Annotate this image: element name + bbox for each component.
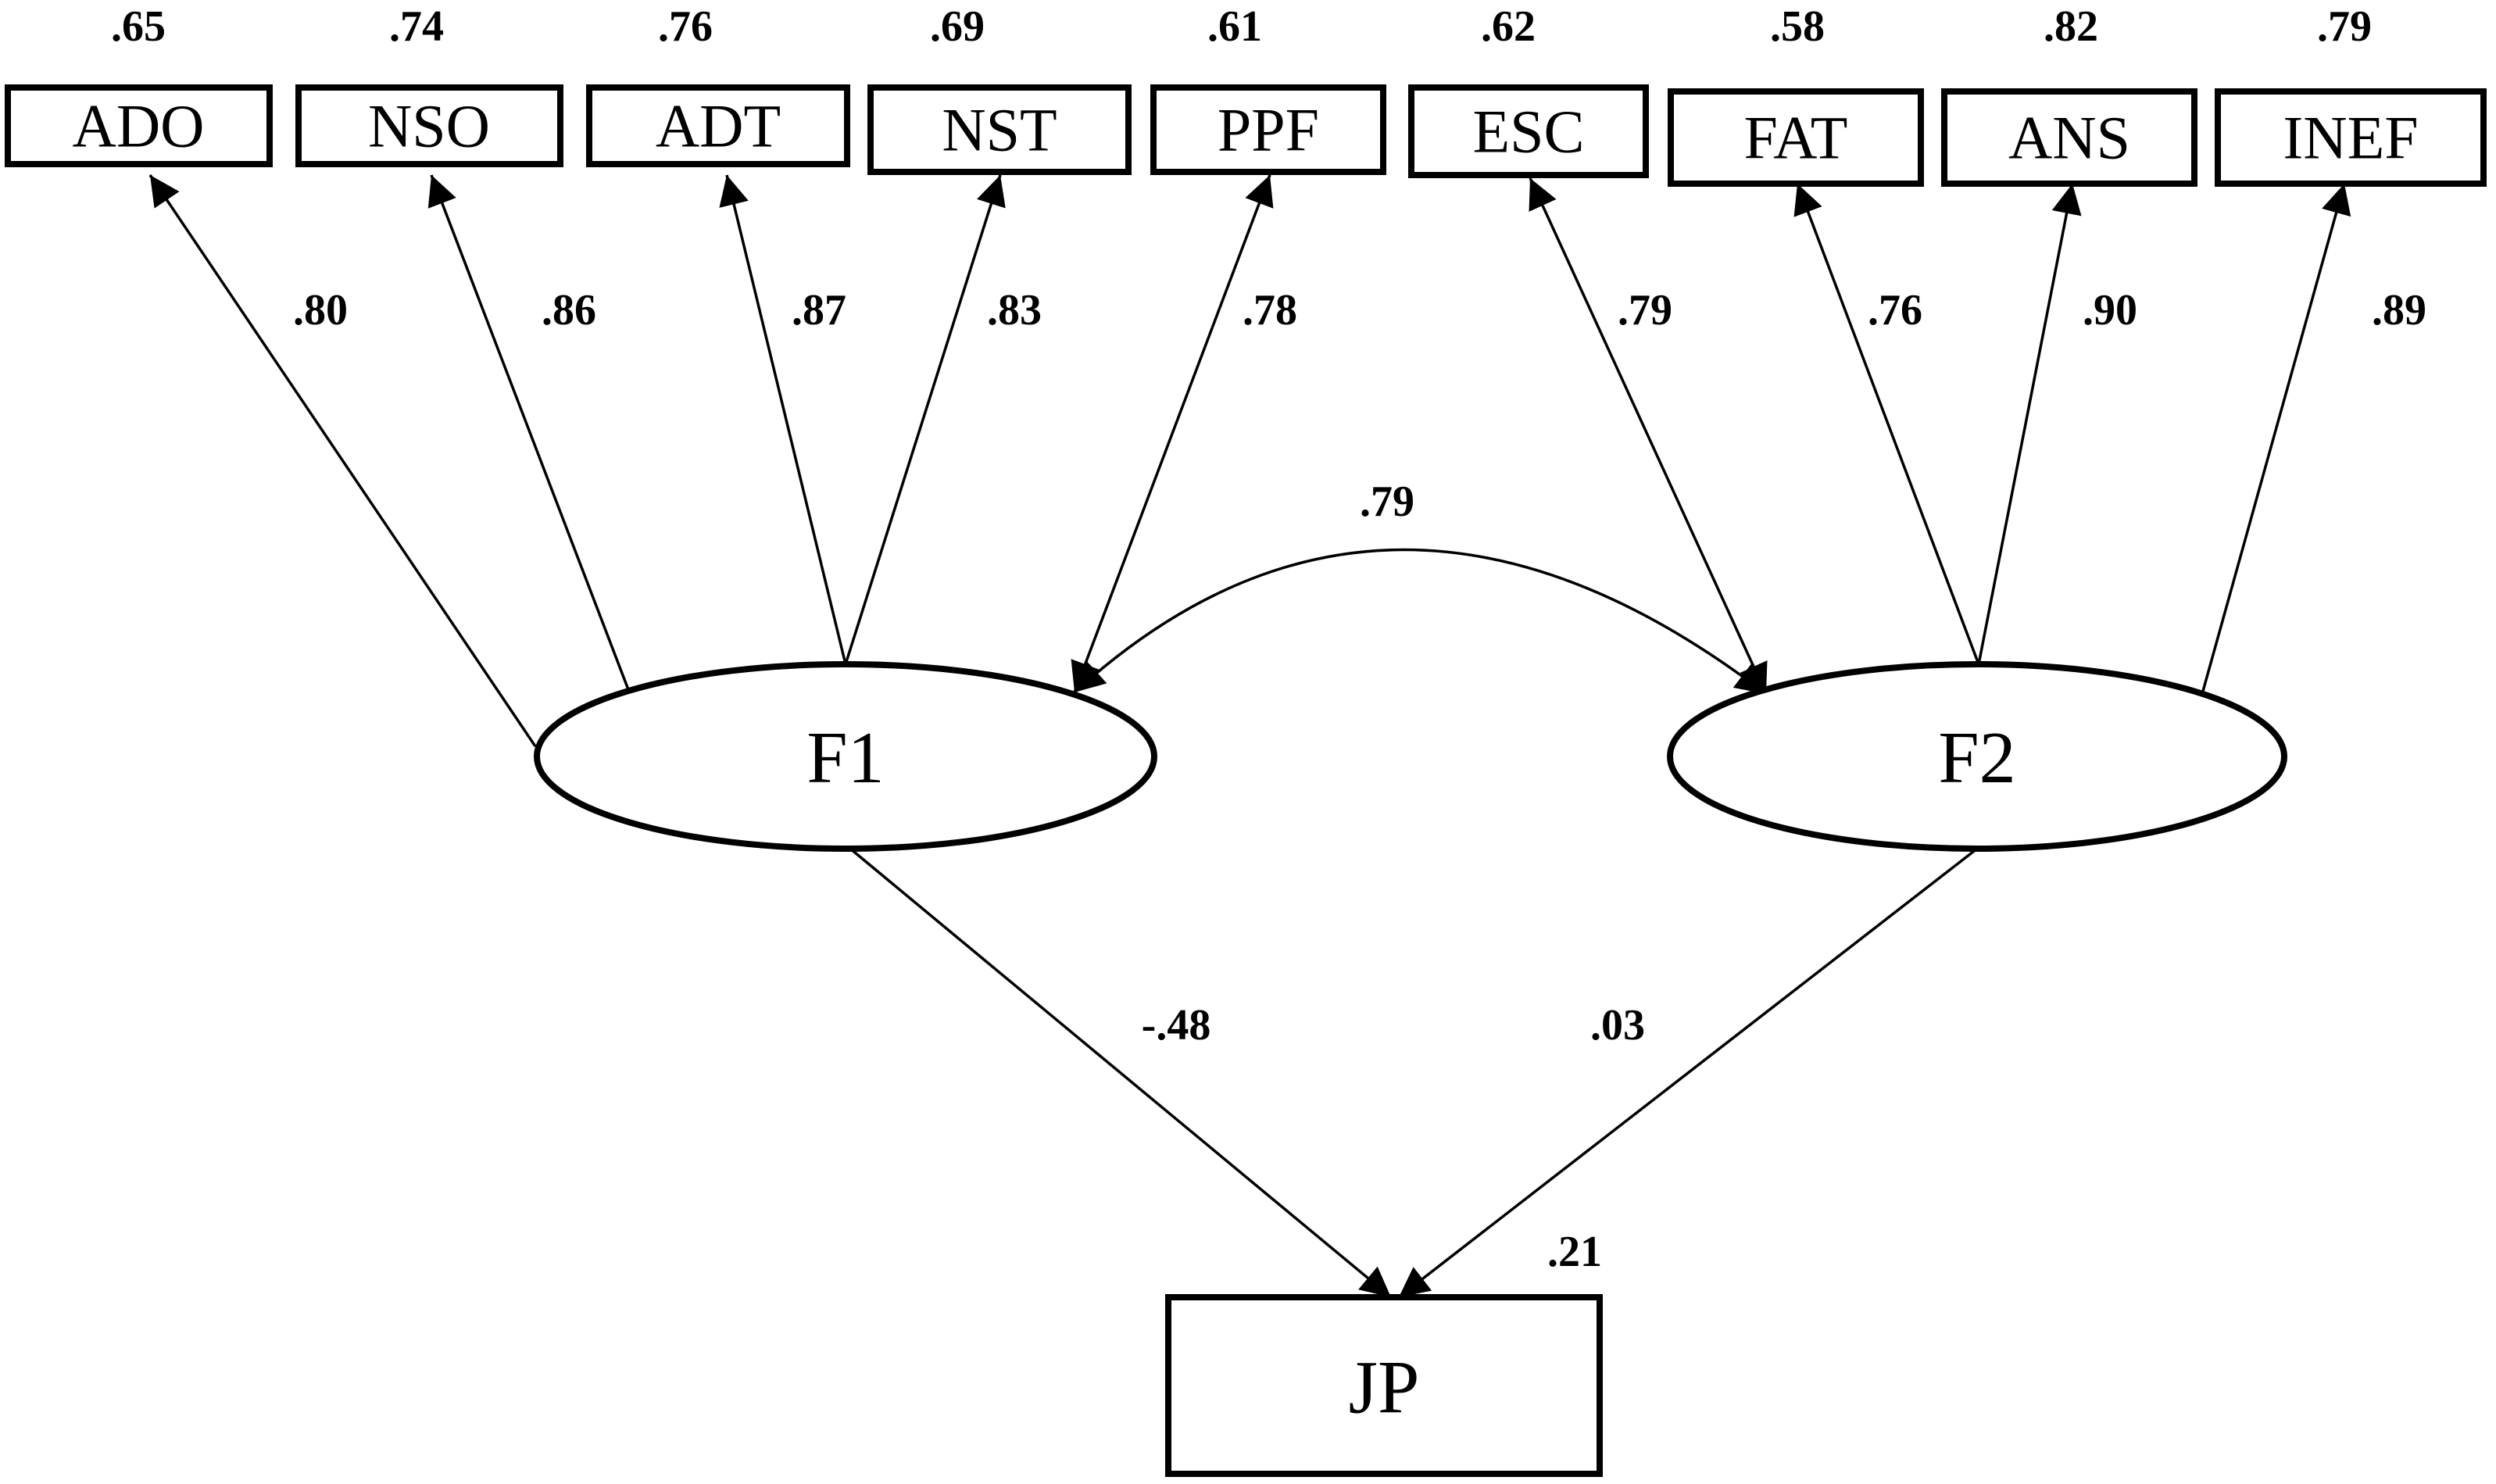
latent-label-f1: F1 — [806, 717, 884, 799]
path-f2-jp-value: .03 — [1590, 1001, 1645, 1050]
node-label-ppf: PPF — [1218, 96, 1319, 164]
observed-nso: NSO — [295, 84, 563, 167]
r2-ado: .65 — [111, 2, 166, 51]
node-label-ans: ANS — [2008, 104, 2130, 172]
edge-f1-ado — [148, 174, 537, 747]
edge-f1-nso — [427, 174, 631, 692]
edge-f1-f2-correlation — [1073, 548, 1768, 696]
r2-adt: .76 — [658, 2, 713, 51]
observed-fat: FAT — [1668, 88, 1924, 187]
loading-nst: .83 — [987, 286, 1042, 334]
latent-f1: F1 — [534, 661, 1157, 852]
edge-f2-jp — [1397, 847, 1979, 1299]
node-label-nst: NST — [942, 96, 1057, 164]
r2-esc: .62 — [1481, 2, 1536, 51]
edge-f1-nst — [844, 174, 1006, 665]
observed-ans: ANS — [1941, 88, 2197, 187]
node-label-fat: FAT — [1744, 104, 1848, 172]
r2-ppf: .61 — [1207, 2, 1262, 51]
loading-nso: .86 — [542, 286, 596, 334]
r2-jp: .21 — [1547, 1228, 1602, 1276]
outcome-label-jp: JP — [1349, 1346, 1420, 1429]
r2-nso: .74 — [389, 2, 444, 51]
observed-esc: ESC — [1408, 84, 1649, 178]
edge-f1-jp — [849, 847, 1393, 1299]
latent-f2: F2 — [1667, 661, 2287, 852]
node-label-ado: ADO — [73, 92, 205, 160]
r2-fat: .58 — [1770, 2, 1825, 51]
r2-ans: .82 — [2044, 2, 2098, 51]
node-label-adt: ADT — [656, 92, 781, 160]
r2-nst: .69 — [930, 2, 985, 51]
loading-fat: .76 — [1868, 286, 1922, 334]
observed-adt: ADT — [586, 84, 850, 167]
correlation-value: .79 — [1360, 477, 1414, 526]
loading-ppf: .78 — [1243, 286, 1297, 334]
observed-ado: ADO — [5, 84, 273, 167]
edge-f1-ppf — [1071, 174, 1274, 693]
loading-ans: .90 — [2083, 286, 2137, 334]
edge-f2-inef — [2201, 183, 2351, 695]
node-label-nso: NSO — [368, 92, 490, 160]
observed-inef: INEF — [2215, 88, 2487, 187]
loading-adt: .87 — [792, 286, 846, 334]
edge-f1-adt — [719, 174, 847, 665]
loading-ado: .80 — [293, 286, 348, 334]
latent-label-f2: F2 — [1938, 717, 2015, 799]
observed-nst: NST — [867, 84, 1132, 175]
path-f1-jp-value: -.48 — [1142, 1001, 1211, 1050]
r2-inef: .79 — [2317, 2, 2372, 51]
observed-ppf: PPF — [1150, 84, 1386, 175]
loading-inef: .89 — [2372, 286, 2426, 334]
edge-f2-fat — [1793, 183, 1980, 665]
edge-f2-ans — [1977, 183, 2082, 665]
edge-f2-esc — [1529, 177, 1768, 695]
outcome-jp: JP — [1165, 1294, 1603, 1477]
node-label-inef: INEF — [2283, 104, 2418, 172]
loading-esc: .79 — [1618, 286, 1672, 334]
node-label-esc: ESC — [1472, 98, 1584, 166]
